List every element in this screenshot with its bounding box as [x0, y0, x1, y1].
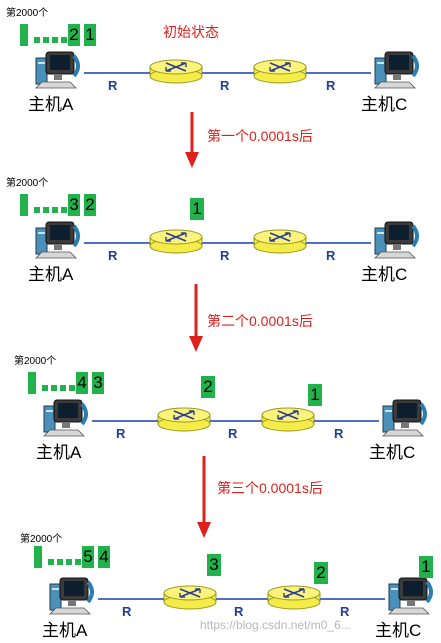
host-c-label: 主机C: [361, 95, 408, 114]
router-r-label: R: [326, 78, 336, 93]
router-r-label: R: [108, 248, 118, 263]
router-r-label: R: [326, 248, 336, 263]
host-c-computer-icon: [374, 221, 419, 259]
queue-bar-marker: [20, 24, 28, 46]
queue-packet: 4: [98, 546, 110, 568]
queue-packet: 2: [68, 24, 80, 46]
host-c-computer-icon: [382, 399, 427, 437]
queue-packet: 2: [84, 194, 96, 216]
queue-packet: 4: [76, 372, 88, 394]
router-2-icon: [261, 407, 315, 432]
router-2-icon: [253, 229, 307, 254]
queue-count-label: 第2000个: [20, 534, 63, 545]
step-label-1: 第一个0.0001s后: [207, 128, 313, 144]
packet-r2-c: 2: [314, 562, 328, 584]
packet-r1-r2: 1: [190, 198, 204, 220]
packet-r2-c: 1: [308, 384, 322, 406]
link-segment-3: [314, 420, 379, 422]
queue-packet: 3: [68, 194, 80, 216]
host-a-computer-icon: [35, 51, 80, 89]
link-segment-2: [216, 598, 268, 600]
host-a-label: 主机A: [28, 265, 74, 284]
host-c-label: 主机C: [361, 265, 408, 284]
packet-r1-r2: 3: [207, 554, 221, 576]
link-segment-2: [202, 242, 254, 244]
watermark-text: https://blog.csdn.net/m0_6...: [200, 618, 351, 632]
host-c-label: 主机C: [369, 443, 416, 462]
queue-bar-marker: [20, 194, 28, 216]
host-a-computer-icon: [49, 577, 94, 615]
queue-packet: 3: [92, 372, 104, 394]
queue-count-label: 第2000个: [6, 178, 49, 189]
step-arrow-1: [185, 112, 199, 168]
router-r-label: R: [122, 604, 132, 619]
router-r-label: R: [108, 78, 118, 93]
queue-dots: [48, 559, 81, 565]
queue-packet: 5: [82, 546, 94, 568]
router-2-icon: [267, 585, 321, 610]
queue-bar-marker: [28, 372, 36, 394]
queue-packet: 1: [84, 24, 96, 46]
link-segment-2: [210, 420, 262, 422]
queue-count-label: 第2000个: [6, 8, 49, 19]
queue-bar-marker: [34, 546, 42, 568]
router-r-label: R: [220, 78, 230, 93]
queue-dots: [42, 385, 75, 391]
router-r-label: R: [234, 604, 244, 619]
router-r-label: R: [334, 426, 344, 441]
step-arrow-3: [197, 456, 211, 538]
queue-dots: [34, 207, 67, 213]
host-a-label: 主机A: [42, 621, 88, 640]
host-c-label: 主机C: [375, 621, 422, 640]
packet-r1-r2: 2: [201, 376, 215, 398]
step-label-2: 第二个0.0001s后: [207, 313, 313, 329]
link-segment-1: [98, 598, 164, 600]
router-r-label: R: [220, 248, 230, 263]
link-segment-1: [84, 242, 150, 244]
host-c-computer-icon: [374, 51, 419, 89]
router-2-icon: [253, 59, 307, 84]
router-r-label: R: [340, 604, 350, 619]
diagram-title: 初始状态: [163, 24, 219, 40]
link-segment-3: [306, 72, 371, 74]
queue-dots: [34, 37, 67, 43]
router-1-icon: [163, 585, 217, 610]
host-a-label: 主机A: [36, 443, 82, 462]
link-segment-3: [306, 242, 371, 244]
router-r-label: R: [228, 426, 238, 441]
link-segment-1: [92, 420, 158, 422]
host-a-label: 主机A: [28, 95, 74, 114]
link-segment-3: [320, 598, 385, 600]
link-segment-2: [202, 72, 254, 74]
link-segment-1: [84, 72, 150, 74]
router-1-icon: [149, 229, 203, 254]
host-a-computer-icon: [43, 399, 88, 437]
host-a-computer-icon: [35, 221, 80, 259]
router-1-icon: [149, 59, 203, 84]
packet-at-host-c: 1: [419, 556, 433, 578]
step-label-3: 第三个0.0001s后: [217, 480, 323, 496]
queue-count-label: 第2000个: [14, 356, 57, 367]
step-arrow-2: [189, 284, 203, 352]
router-r-label: R: [116, 426, 126, 441]
host-c-computer-icon: [388, 577, 433, 615]
router-1-icon: [157, 407, 211, 432]
